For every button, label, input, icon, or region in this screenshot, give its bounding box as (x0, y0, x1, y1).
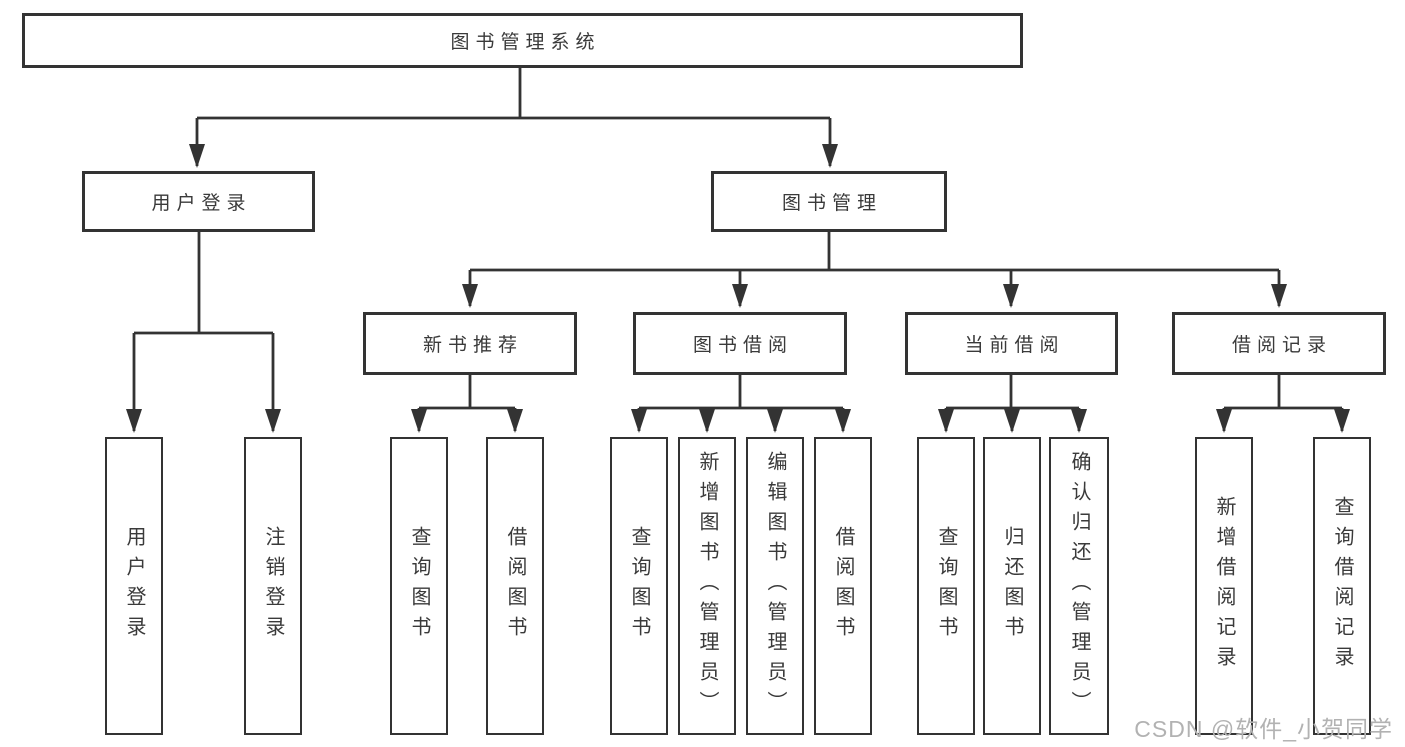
node-label: 借阅记录 (1231, 335, 1332, 356)
node-query-books-recommend: 查询图书 (390, 437, 448, 735)
node-label: 查询借阅记录 (1331, 496, 1353, 676)
csdn-watermark: CSDN @软件_小贺同学 (1134, 716, 1393, 742)
node-label: 图书借阅 (692, 335, 793, 356)
node-library-management-system: 图书管理系统 (22, 13, 1023, 68)
node-user-login-action: 用户登录 (105, 437, 163, 735)
node-label: 注销登录 (262, 526, 284, 646)
node-edit-books-admin: 编辑图书（管理员） (746, 437, 804, 735)
node-label: 用户登录 (151, 193, 252, 214)
node-label: 查询图书 (628, 526, 650, 646)
node-borrowing-records: 借阅记录 (1172, 312, 1386, 375)
node-borrow-books: 借阅图书 (814, 437, 872, 735)
node-new-book-recommendation: 新书推荐 (363, 312, 577, 375)
node-label: 查询图书 (935, 526, 957, 646)
node-query-books-borrowing: 查询图书 (610, 437, 668, 735)
node-query-borrowing-record: 查询借阅记录 (1313, 437, 1371, 735)
node-query-books-current: 查询图书 (917, 437, 975, 735)
node-label: 借阅图书 (504, 526, 526, 646)
node-confirm-return-admin: 确认归还（管理员） (1049, 437, 1109, 735)
node-label: 查询图书 (408, 526, 430, 646)
node-label: 新增借阅记录 (1213, 496, 1235, 676)
node-label: 用户登录 (123, 526, 145, 646)
node-label: 确认归还（管理员） (1068, 451, 1090, 721)
node-label: 图书管理系统 (450, 32, 601, 53)
node-return-books: 归还图书 (983, 437, 1041, 735)
node-book-management: 图书管理 (711, 171, 947, 232)
node-borrow-books-recommend: 借阅图书 (486, 437, 544, 735)
node-add-books-admin: 新增图书（管理员） (678, 437, 736, 735)
node-add-borrowing-record: 新增借阅记录 (1195, 437, 1253, 735)
node-current-borrowing: 当前借阅 (905, 312, 1118, 375)
node-label: 当前借阅 (964, 335, 1065, 356)
node-user-login: 用户登录 (82, 171, 315, 232)
node-label: 借阅图书 (832, 526, 854, 646)
node-label: 归还图书 (1001, 526, 1023, 646)
node-logout: 注销登录 (244, 437, 302, 735)
node-book-borrowing: 图书借阅 (633, 312, 847, 375)
node-label: 图书管理 (781, 193, 882, 214)
node-label: 编辑图书（管理员） (764, 451, 786, 721)
node-label: 新书推荐 (422, 335, 523, 356)
node-label: 新增图书（管理员） (696, 451, 718, 721)
